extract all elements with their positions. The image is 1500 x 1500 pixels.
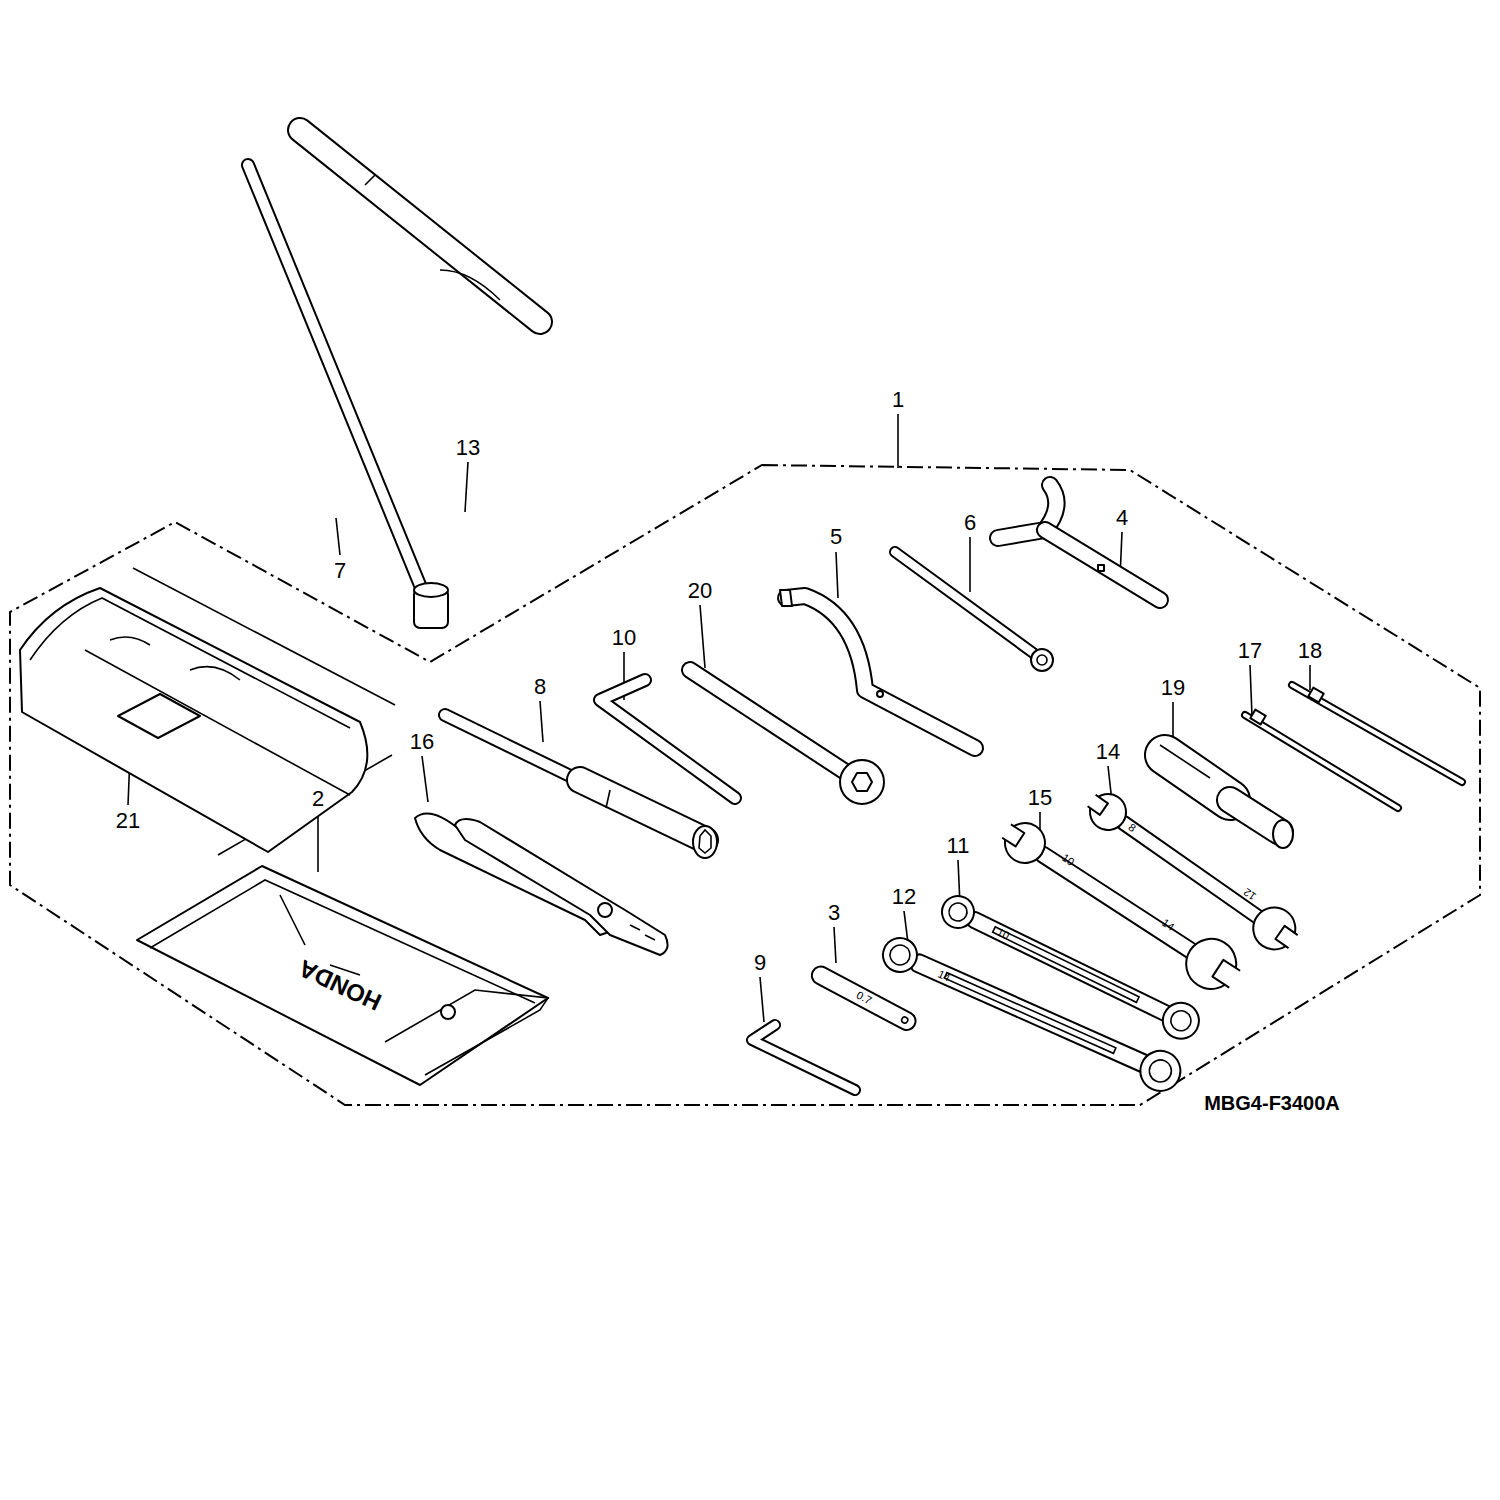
callout-number: 5 (830, 526, 842, 548)
socket-extension (895, 552, 1053, 671)
callout-number: 9 (754, 952, 766, 974)
callout-number: 21 (116, 810, 140, 832)
open-wrench (1080, 783, 1306, 959)
callout-number: 14 (1096, 741, 1120, 763)
callout-number: 16 (410, 731, 434, 753)
callout-number: 20 (688, 580, 712, 602)
open-wrench (993, 810, 1248, 1000)
hex-key (600, 680, 735, 798)
callout-number: 2 (312, 788, 324, 810)
screwdriver-bit (1245, 710, 1398, 808)
driver-handle (1160, 745, 1293, 848)
tool-bag (20, 588, 367, 852)
callout-number: 1 (892, 389, 904, 411)
box-wrench (248, 165, 448, 628)
pin-spanner (780, 590, 975, 748)
group-outline (10, 465, 1480, 1105)
drawing-code: MBG4-F3400A (1204, 1093, 1340, 1113)
feeler-gauge (809, 963, 919, 1033)
callout-number: 6 (964, 512, 976, 534)
callout-number: 18 (1298, 640, 1322, 662)
hex-key (752, 1025, 855, 1090)
screwdriver-bit (1292, 685, 1462, 782)
ratchet-wrench (876, 930, 1186, 1098)
callout-number: 11 (947, 835, 970, 857)
hook-spanner (998, 485, 1160, 600)
callout-number: 15 (1028, 787, 1052, 809)
callout-number: 3 (828, 902, 840, 924)
pliers (415, 814, 668, 955)
callout-number: 7 (334, 560, 346, 582)
callout-number: 12 (892, 886, 916, 908)
handle-tube (300, 130, 540, 322)
callout-number: 10 (612, 627, 636, 649)
callout-number: 8 (534, 676, 546, 698)
callout-number: 13 (456, 437, 480, 459)
callout-number: 4 (1116, 507, 1128, 529)
callout-number: 19 (1161, 677, 1185, 699)
tool-bag (137, 866, 548, 1085)
callout-number: 17 (1238, 640, 1262, 662)
